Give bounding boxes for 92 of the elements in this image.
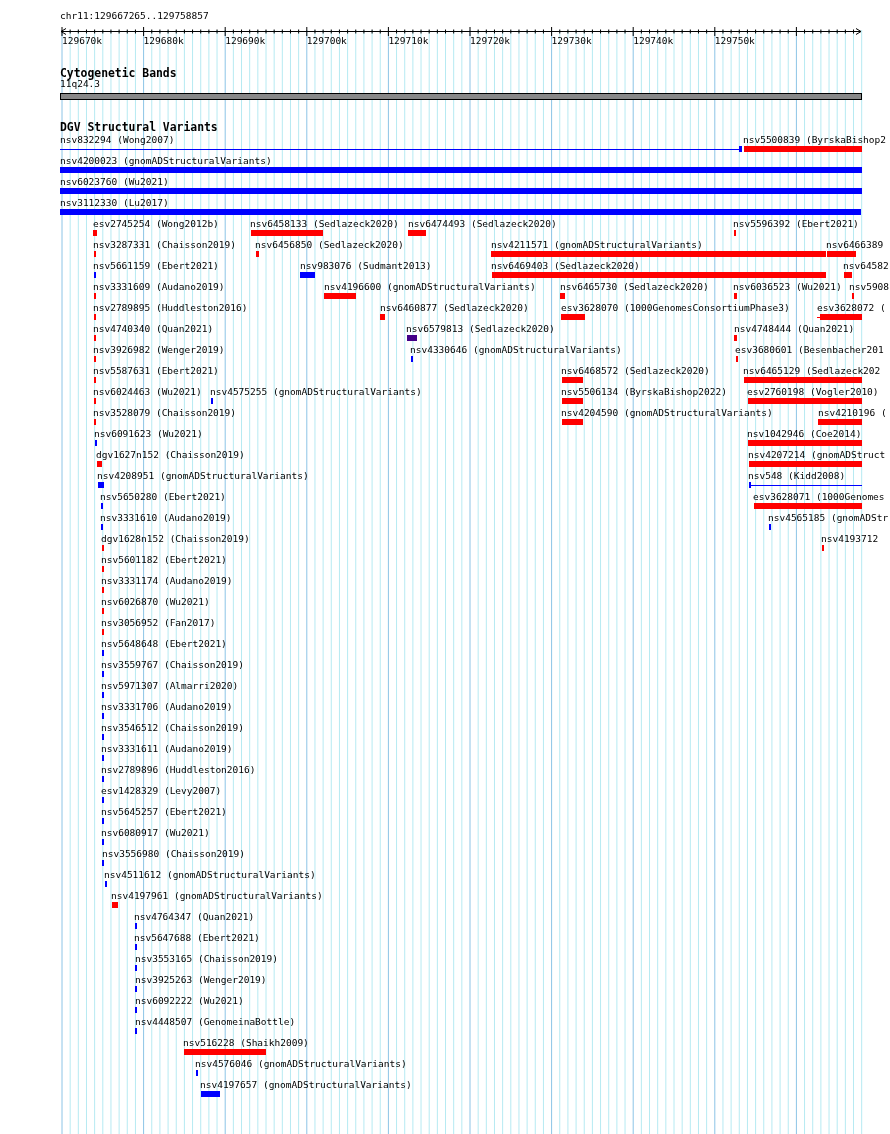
tick-label: 129680k — [143, 35, 184, 46]
variant-label: nsv3331174 (Audano2019) — [101, 575, 233, 586]
variant-label: nsv3556980 (Chaisson2019) — [102, 848, 245, 859]
variant-label: nsv5647688 (Ebert2021) — [134, 932, 260, 943]
variant-label: dgv1627n152 (Chaisson2019) — [96, 449, 245, 460]
variant-label: nsv6460877 (Sedlazeck2020) — [380, 302, 529, 313]
variant-label: nsv4210196 ( — [818, 407, 887, 418]
variant-label: esv3628071 (1000Genomes — [753, 491, 885, 502]
coordinate-range: chr11:129667265..129758857 — [60, 10, 209, 21]
tick-label: 129720k — [470, 35, 511, 46]
variant-label: nsv6456850 (Sedlazeck2020) — [255, 239, 404, 250]
tick-label: 129700k — [306, 35, 347, 46]
variant-label: nsv4448507 (GenomeinaBottle) — [135, 1016, 296, 1027]
variant-label: nsv4196600 (gnomADStructuralVariants) — [324, 281, 536, 292]
variant-label: nsv4740340 (Quan2021) — [93, 323, 214, 334]
variant-label: nsv4208951 (gnomADStructuralVariants) — [97, 470, 309, 481]
variant-label: nsv6465730 (Sedlazeck2020) — [560, 281, 709, 292]
track-heading: Cytogenetic Bands — [60, 67, 177, 80]
variant-label: nsv6026870 (Wu2021) — [101, 596, 210, 607]
variant-label: nsv6024463 (Wu2021) — [93, 386, 202, 397]
variant-label: nsv4511612 (gnomADStructuralVariants) — [104, 869, 316, 880]
tick-label: 129740k — [633, 35, 674, 46]
variant-label: nsv5650280 (Ebert2021) — [100, 491, 226, 502]
variant-label: nsv3559767 (Chaisson2019) — [101, 659, 244, 670]
variant-label: nsv3553165 (Chaisson2019) — [135, 953, 278, 964]
variant-label: nsv6465129 (Sedlazeck202 — [743, 365, 881, 376]
variant-label: nsv5587631 (Ebert2021) — [93, 365, 219, 376]
variant-label: nsv3331706 (Audano2019) — [101, 701, 233, 712]
variant-label: nsv6023760 (Wu2021) — [60, 176, 169, 187]
variant-label: nsv5971307 (Almarri2020) — [101, 680, 239, 691]
variant-label: nsv5500839 (ByrskaBishop2 — [743, 134, 886, 145]
tick-label: 129710k — [388, 35, 429, 46]
variant-label: nsv4565185 (gnomADStr — [768, 512, 889, 523]
variant-label: nsv4211571 (gnomADStructuralVariants) — [491, 239, 703, 250]
variant-label: nsv5601182 (Ebert2021) — [101, 554, 227, 565]
variant-label: nsv4207214 (gnomADStruct — [748, 449, 886, 460]
variant-label: nsv5506134 (ByrskaBishop2022) — [561, 386, 727, 397]
variant-label: esv3628072 ( — [817, 302, 886, 313]
variant-label: nsv2789896 (Huddleston2016) — [101, 764, 256, 775]
variant-label: nsv3331610 (Audano2019) — [100, 512, 232, 523]
tick-label: 129690k — [225, 35, 266, 46]
variant-label: nsv4193712 — [821, 533, 879, 544]
variant-label: nsv6458133 (Sedlazeck2020) — [250, 218, 399, 229]
variant-label: nsv4575255 (gnomADStructuralVariants) — [210, 386, 422, 397]
track-heading: DGV Structural Variants — [60, 121, 218, 134]
variant-label: nsv4576046 (gnomADStructuralVariants) — [195, 1058, 407, 1069]
variant-label: nsv5596392 (Ebert2021) — [733, 218, 859, 229]
variant-label: nsv3331609 (Audano2019) — [93, 281, 225, 292]
tick-label: 129730k — [551, 35, 592, 46]
variant-label: nsv3546512 (Chaisson2019) — [101, 722, 244, 733]
variant-label: nsv3926982 (Wenger2019) — [93, 344, 225, 355]
variant-label: nsv5661159 (Ebert2021) — [93, 260, 219, 271]
variant-label: nsv3112330 (Lu2017) — [60, 197, 169, 208]
variant-label: nsv2789895 (Huddleston2016) — [93, 302, 248, 313]
variant-label: nsv5908 — [849, 281, 890, 292]
variant-label: nsv3056952 (Fan2017) — [101, 617, 216, 628]
variant-label: nsv4204590 (gnomADStructuralVariants) — [561, 407, 773, 418]
variant-label: nsv4197657 (gnomADStructuralVariants) — [200, 1079, 412, 1090]
variant-label: nsv548 (Kidd2008) — [748, 470, 846, 481]
variant-label: esv2760198 (Vogler2010) — [747, 386, 879, 397]
variant-label: nsv4748444 (Quan2021) — [734, 323, 855, 334]
variant-label: nsv6474493 (Sedlazeck2020) — [408, 218, 557, 229]
variant-label: nsv6469403 (Sedlazeck2020) — [491, 260, 640, 271]
variant-label: nsv516228 (Shaikh2009) — [183, 1037, 309, 1048]
variant-label: nsv6092222 (Wu2021) — [135, 995, 244, 1006]
variant-label: nsv5645257 (Ebert2021) — [101, 806, 227, 817]
variant-label: nsv1042946 (Coe2014) — [747, 428, 862, 439]
variant-label: esv3680601 (Besenbacher201 — [735, 344, 884, 355]
variant-label: esv2745254 (Wong2012b) — [93, 218, 219, 229]
variant-label: nsv3331611 (Audano2019) — [101, 743, 233, 754]
variant-label: nsv6091623 (Wu2021) — [94, 428, 203, 439]
variant-label: esv1428329 (Levy2007) — [101, 785, 222, 796]
variant-label: nsv4197961 (gnomADStructuralVariants) — [111, 890, 323, 901]
variant-label: nsv3925263 (Wenger2019) — [135, 974, 267, 985]
variant-label: nsv64582 — [843, 260, 889, 271]
variant-label: nsv4200023 (gnomADStructuralVariants) — [60, 155, 272, 166]
variant-label: nsv5648648 (Ebert2021) — [101, 638, 227, 649]
variant-label: nsv3528079 (Chaisson2019) — [93, 407, 236, 418]
variant-label: dgv1628n152 (Chaisson2019) — [101, 533, 250, 544]
variant-label: nsv6468572 (Sedlazeck2020) — [561, 365, 710, 376]
variant-label: nsv832294 (Wong2007) — [60, 134, 175, 145]
tick-label: 129670k — [62, 35, 103, 46]
variant-label: nsv983076 (Sudmant2013) — [300, 260, 432, 271]
variant-label: nsv4764347 (Quan2021) — [134, 911, 255, 922]
variant-label: nsv4330646 (gnomADStructuralVariants) — [410, 344, 622, 355]
variant-label: nsv6080917 (Wu2021) — [101, 827, 210, 838]
variant-label: nsv3287331 (Chaisson2019) — [93, 239, 236, 250]
tick-label: 129750k — [714, 35, 755, 46]
variant-label: nsv6579813 (Sedlazeck2020) — [406, 323, 555, 334]
variant-label: nsv6466389 — [826, 239, 884, 250]
variant-label: esv3628070 (1000GenomesConsortiumPhase3) — [561, 302, 790, 313]
variant-label: nsv6036523 (Wu2021) — [733, 281, 842, 292]
